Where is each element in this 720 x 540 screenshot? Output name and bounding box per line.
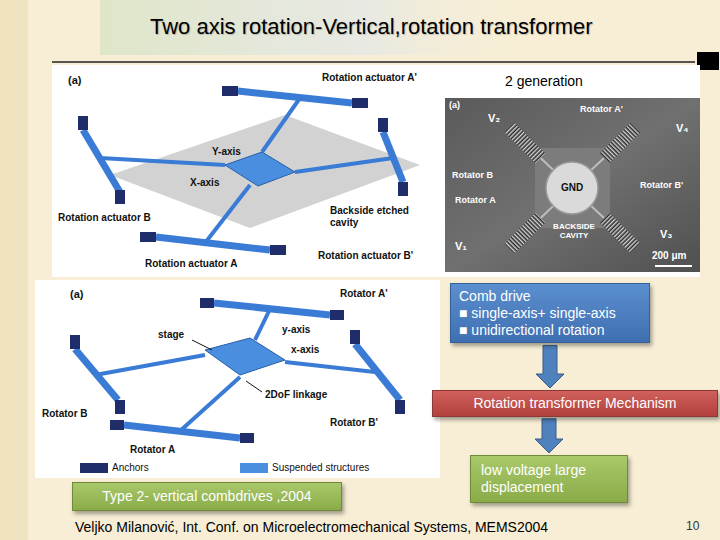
side-strip xyxy=(0,0,28,540)
legend-swatch xyxy=(240,463,268,473)
figure-panel xyxy=(35,280,440,478)
legend-swatch xyxy=(80,463,108,473)
part-name: Rotation actuator A' xyxy=(322,72,417,84)
flow-arrow xyxy=(535,419,563,453)
part-name: Backside etched cavity xyxy=(330,205,415,228)
device-photo xyxy=(445,98,700,272)
transformer-illustration xyxy=(70,298,405,443)
part-name: Rotator B xyxy=(42,408,88,420)
feature-box: Comb drive■ single-axis+ single-axis■ un… xyxy=(450,283,650,343)
part-name: Rotator A xyxy=(455,195,496,205)
part-name: Rotator A xyxy=(130,444,175,456)
type-box: Type 2- vertical combdrives ,2004 xyxy=(72,482,342,511)
flow-arrow xyxy=(536,345,564,388)
figure-tag: (a) xyxy=(449,100,460,110)
axis-name: X-axis xyxy=(190,177,219,189)
box-text: Type 2- vertical combdrives ,2004 xyxy=(81,488,333,505)
mirror-illustration xyxy=(78,86,420,255)
scale-bar-label: 200 μm xyxy=(652,250,686,262)
signal-name: V₁ xyxy=(455,240,467,253)
box-text: Rotation transformer Mechanism xyxy=(439,395,711,412)
mechanism-box: Rotation transformer Mechanism xyxy=(432,390,718,417)
slide-title: Two axis rotation-Vertical,rotation tran… xyxy=(150,14,593,39)
box-text: low voltage large displacement xyxy=(481,462,617,496)
part-name: stage xyxy=(158,329,184,341)
legend-text: Anchors xyxy=(112,462,149,474)
corner-block xyxy=(697,52,719,70)
part-name: Rotator B' xyxy=(640,180,683,190)
part-name: Rotator B' xyxy=(330,417,378,429)
part-name: Rotation actuator B xyxy=(58,212,151,224)
part-name: Rotator B xyxy=(452,170,493,180)
ground-name: GND xyxy=(556,182,588,194)
box-text: Comb drive xyxy=(459,288,641,305)
result-box: low voltage large displacement xyxy=(470,455,628,503)
figure-panel xyxy=(52,65,700,277)
page-number: 10 xyxy=(686,520,699,534)
part-name: Rotator A' xyxy=(340,288,388,300)
axis-name: x-axis xyxy=(291,344,319,356)
title-rule xyxy=(52,61,695,63)
part-name: BACKSIDE CAVITY xyxy=(550,222,598,240)
signal-name: V₂ xyxy=(488,112,500,125)
signal-name: V₄ xyxy=(676,122,689,135)
citation: Veljko Milanović, Int. Conf. on Microele… xyxy=(75,519,548,535)
part-name: Rotation actuator B' xyxy=(318,250,413,262)
signal-name: V₃ xyxy=(660,228,672,241)
figure-tag: (a) xyxy=(68,74,81,87)
axis-name: Y-axis xyxy=(212,146,241,158)
legend-text: Suspended structures xyxy=(272,462,369,474)
part-name: 2DoF linkage xyxy=(265,389,327,401)
axis-name: y-axis xyxy=(282,324,310,336)
part-name: Rotator A' xyxy=(580,104,623,114)
generation-note: 2 generation xyxy=(505,73,583,89)
box-text: ■ single-axis+ single-axis xyxy=(459,305,641,322)
box-text: ■ unidirectional rotation xyxy=(459,322,641,339)
part-name: Rotation actuator A xyxy=(145,258,237,270)
figure-tag: (a) xyxy=(70,288,83,301)
